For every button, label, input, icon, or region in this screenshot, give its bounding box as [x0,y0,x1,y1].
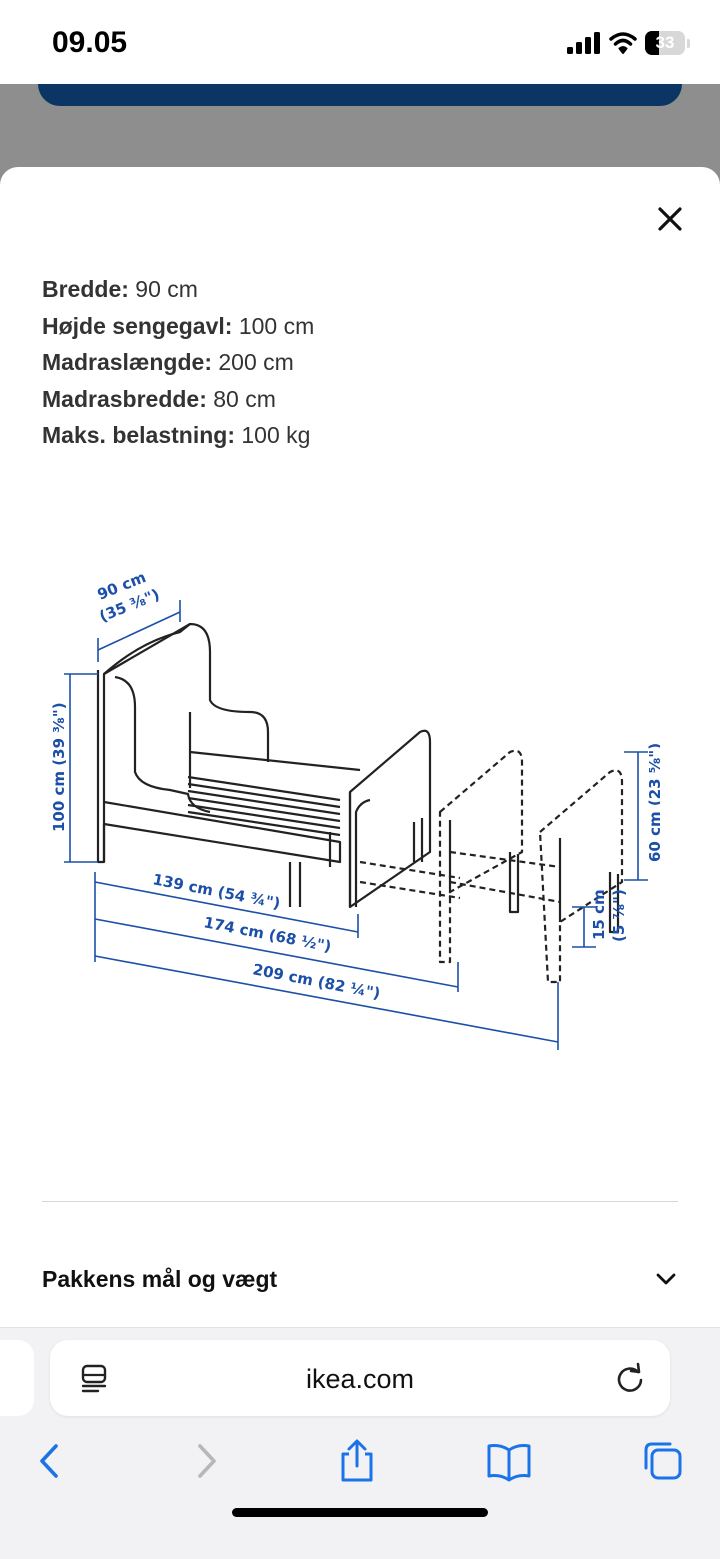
spec-label: Maks. belastning: [42,422,235,448]
tabs-icon[interactable] [640,1438,686,1484]
spec-label: Madrasbredde: [42,385,207,412]
package-dimensions-accordion[interactable]: Pakkens mål og vægt [42,1257,678,1301]
browser-toolbar: ikea.com [0,1327,720,1559]
url-text: ikea.com [305,1364,415,1394]
spec-row: Højde sengegavl: 100 cm [42,308,314,345]
wifi-icon [609,32,637,54]
battery-level: 33 [655,33,675,52]
background-primary-button [38,84,682,106]
status-icons: 33 [567,30,690,56]
height-dimension-label: 100 cm (39 ³⁄₈") [50,702,68,832]
home-indicator [232,1508,488,1517]
product-details-sheet: Bredde: 90 cm Højde sengegavl: 100 cm Ma… [0,167,720,1327]
leg-height-cm-label: 15 cm [590,889,608,940]
spec-value: 100 cm [238,312,315,339]
back-icon[interactable] [28,1438,74,1484]
length-139-label: 139 cm (54 ¾") [151,870,281,912]
leg-height-inch-label: (5 ⁷⁄₈") [610,889,628,942]
spec-value: 200 cm [218,349,294,375]
bed-drawing [96,622,624,984]
bed-dimension-diagram: 90 cm (35 ³⁄₈") 100 cm (39 ³⁄₈") 139 cm … [50,568,660,1050]
length-174-label: 174 cm (68 ½") [202,913,332,955]
previous-tab-preview[interactable] [0,1340,34,1416]
spec-label: Bredde: [42,276,129,302]
spec-value: 80 cm [213,385,276,412]
length-209-label: 209 cm (82 ¼") [251,960,381,1002]
chevron-down-icon [656,1273,676,1285]
spec-value: 90 cm [135,276,198,302]
section-divider [42,1201,678,1202]
spec-row: Madraslængde: 200 cm [42,344,314,381]
footboard-height-label: 60 cm (23 ⁵⁄₈") [646,743,660,862]
status-bar: 09.05 33 [0,0,720,84]
spec-row: Madrasbredde: 80 cm [42,381,314,418]
accordion-label: Pakkens mål og vægt [42,1265,278,1292]
spec-label: Højde sengegavl: [42,312,233,339]
spec-list: Bredde: 90 cm Højde sengegavl: 100 cm Ma… [42,271,314,454]
dimension-lines [64,600,648,1050]
status-time: 09.05 [52,26,128,59]
battery-icon: 33 [645,31,685,55]
forward-icon[interactable] [182,1438,228,1484]
close-icon[interactable] [650,199,690,239]
spec-label: Madraslængde: [42,349,212,375]
spec-row: Bredde: 90 cm [42,271,314,308]
reload-icon[interactable] [614,1362,646,1394]
spec-value: 100 kg [241,422,311,448]
reader-icon[interactable] [78,1362,110,1394]
spec-row: Maks. belastning: 100 kg [42,417,314,454]
cellular-signal-icon [567,32,600,54]
share-icon[interactable] [334,1438,380,1484]
address-bar[interactable]: ikea.com [50,1340,670,1416]
bookmarks-icon[interactable] [486,1438,532,1484]
